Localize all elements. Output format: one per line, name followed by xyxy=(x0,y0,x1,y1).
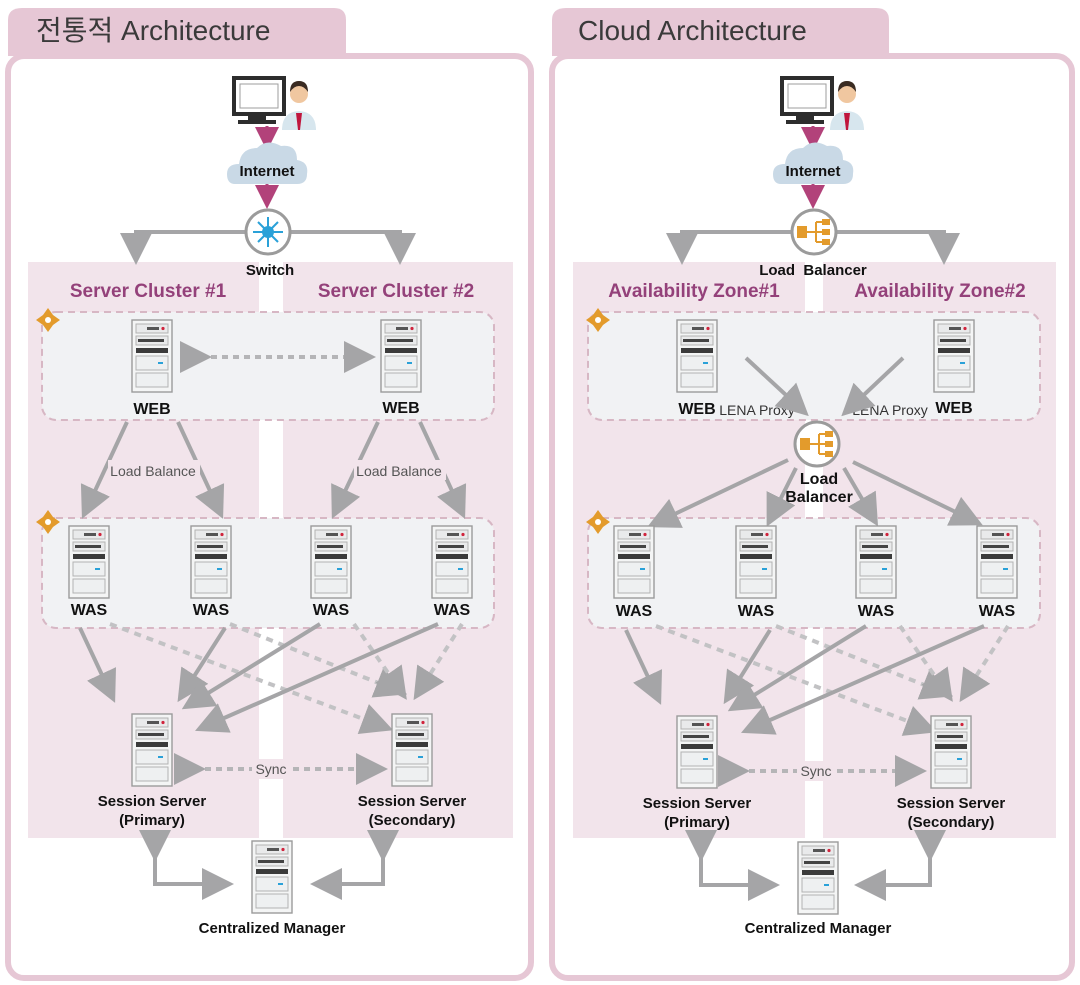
was-server-2-label: WAS xyxy=(738,603,775,620)
web-server-2-label: WEB xyxy=(935,400,972,417)
mid-load-balancer-sublabel: Balancer xyxy=(785,489,853,506)
session-server-secondary-icon xyxy=(930,715,972,789)
was-tier-group xyxy=(587,517,1041,629)
was-server-4-label: WAS xyxy=(434,602,471,619)
manager-secondary-link xyxy=(310,830,399,900)
centralized-manager-label: Centralized Manager xyxy=(745,920,892,937)
was-server-3-label: WAS xyxy=(313,602,350,619)
manager-primary-link xyxy=(685,830,780,901)
sync-label: Sync xyxy=(800,763,831,779)
was-to-session-arrows xyxy=(624,624,1010,736)
was-server-1-label: WAS xyxy=(616,603,653,620)
web-server-2-icon xyxy=(380,319,422,393)
session-primary-label: Session Server xyxy=(643,795,752,812)
web-server-1-icon xyxy=(676,319,718,393)
switch-icon xyxy=(244,208,292,256)
web-tier-group xyxy=(41,311,495,421)
session-server-primary-icon xyxy=(676,715,718,789)
session-server-secondary-icon xyxy=(391,713,433,787)
session-primary-sublabel: (Primary) xyxy=(119,812,185,829)
was-server-2-icon xyxy=(735,525,777,599)
top-load-balancer-label: Load Balancer xyxy=(759,262,867,279)
was-server-2-icon xyxy=(190,525,232,599)
manager-primary-link xyxy=(139,830,234,900)
manager-secondary-link xyxy=(854,830,946,901)
lb-to-zone-1-arrow xyxy=(666,230,792,265)
web-server-2-icon xyxy=(933,319,975,393)
availability-zone-2-label: Availability Zone#2 xyxy=(854,281,1025,302)
mid-load-balancer-label: Load xyxy=(800,471,838,488)
centralized-manager-icon xyxy=(251,840,293,914)
lena-proxy-right-label: LENA Proxy xyxy=(852,402,927,418)
session-secondary-sublabel: (Secondary) xyxy=(908,814,995,831)
was-server-3-icon xyxy=(310,525,352,599)
was-tier-group xyxy=(41,517,495,629)
load-balancer-icon xyxy=(790,208,838,256)
sync-label: Sync xyxy=(255,761,286,777)
was-server-1-icon xyxy=(68,525,110,599)
was-to-session-arrows xyxy=(78,622,464,734)
cloud-title-tab xyxy=(552,8,889,58)
was-server-1-label: WAS xyxy=(71,602,108,619)
session-primary-label: Session Server xyxy=(98,793,207,810)
centralized-manager-label: Centralized Manager xyxy=(199,920,346,937)
session-secondary-label: Session Server xyxy=(897,795,1006,812)
traditional-panel: 전통적 Architecture Server Cluster #1 Serve… xyxy=(5,8,534,981)
lb-to-was-arrows xyxy=(647,458,983,528)
internet-label: Internet xyxy=(785,163,840,180)
web-server-1-label: WEB xyxy=(133,401,170,418)
lb-to-zone-2-arrow xyxy=(836,230,960,265)
centralized-manager-icon xyxy=(797,841,839,915)
session-server-primary-icon xyxy=(131,713,173,787)
mid-load-balancer-icon xyxy=(793,420,841,468)
was-server-3-icon xyxy=(855,525,897,599)
session-secondary-label: Session Server xyxy=(358,793,467,810)
was-server-2-label: WAS xyxy=(193,602,230,619)
internet-label: Internet xyxy=(239,163,294,180)
web-server-1-label: WEB xyxy=(678,401,715,418)
server-cluster-1-label: Server Cluster #1 xyxy=(70,281,227,302)
session-primary-sublabel: (Primary) xyxy=(664,814,730,831)
session-secondary-sublabel: (Secondary) xyxy=(369,812,456,829)
traditional-title: 전통적 Architecture xyxy=(36,15,270,46)
load-balance-label-1: Load Balance xyxy=(110,463,196,479)
web-server-1-icon xyxy=(131,319,173,393)
was-server-4-label: WAS xyxy=(979,603,1016,620)
cloud-title: Cloud Architecture xyxy=(578,15,807,46)
availability-zone-1-label: Availability Zone#1 xyxy=(608,281,780,302)
was-server-1-icon xyxy=(613,525,655,599)
was-server-3-label: WAS xyxy=(858,603,895,620)
was-server-4-icon xyxy=(431,525,473,599)
cloud-panel: Cloud Architecture Availability Zone#1 A… xyxy=(549,8,1075,981)
switch-to-cluster-2-arrow xyxy=(290,230,416,265)
web-server-2-label: WEB xyxy=(382,400,419,417)
load-balance-label-2: Load Balance xyxy=(356,463,442,479)
server-cluster-2-label: Server Cluster #2 xyxy=(318,281,474,302)
traditional-title-tab xyxy=(8,8,346,58)
web-to-mid-lb-arrows xyxy=(744,356,905,417)
switch-to-cluster-1-arrow xyxy=(120,230,246,265)
lena-proxy-left-label: LENA Proxy xyxy=(719,402,794,418)
switch-label: Switch xyxy=(246,262,294,279)
was-server-4-icon xyxy=(976,525,1018,599)
